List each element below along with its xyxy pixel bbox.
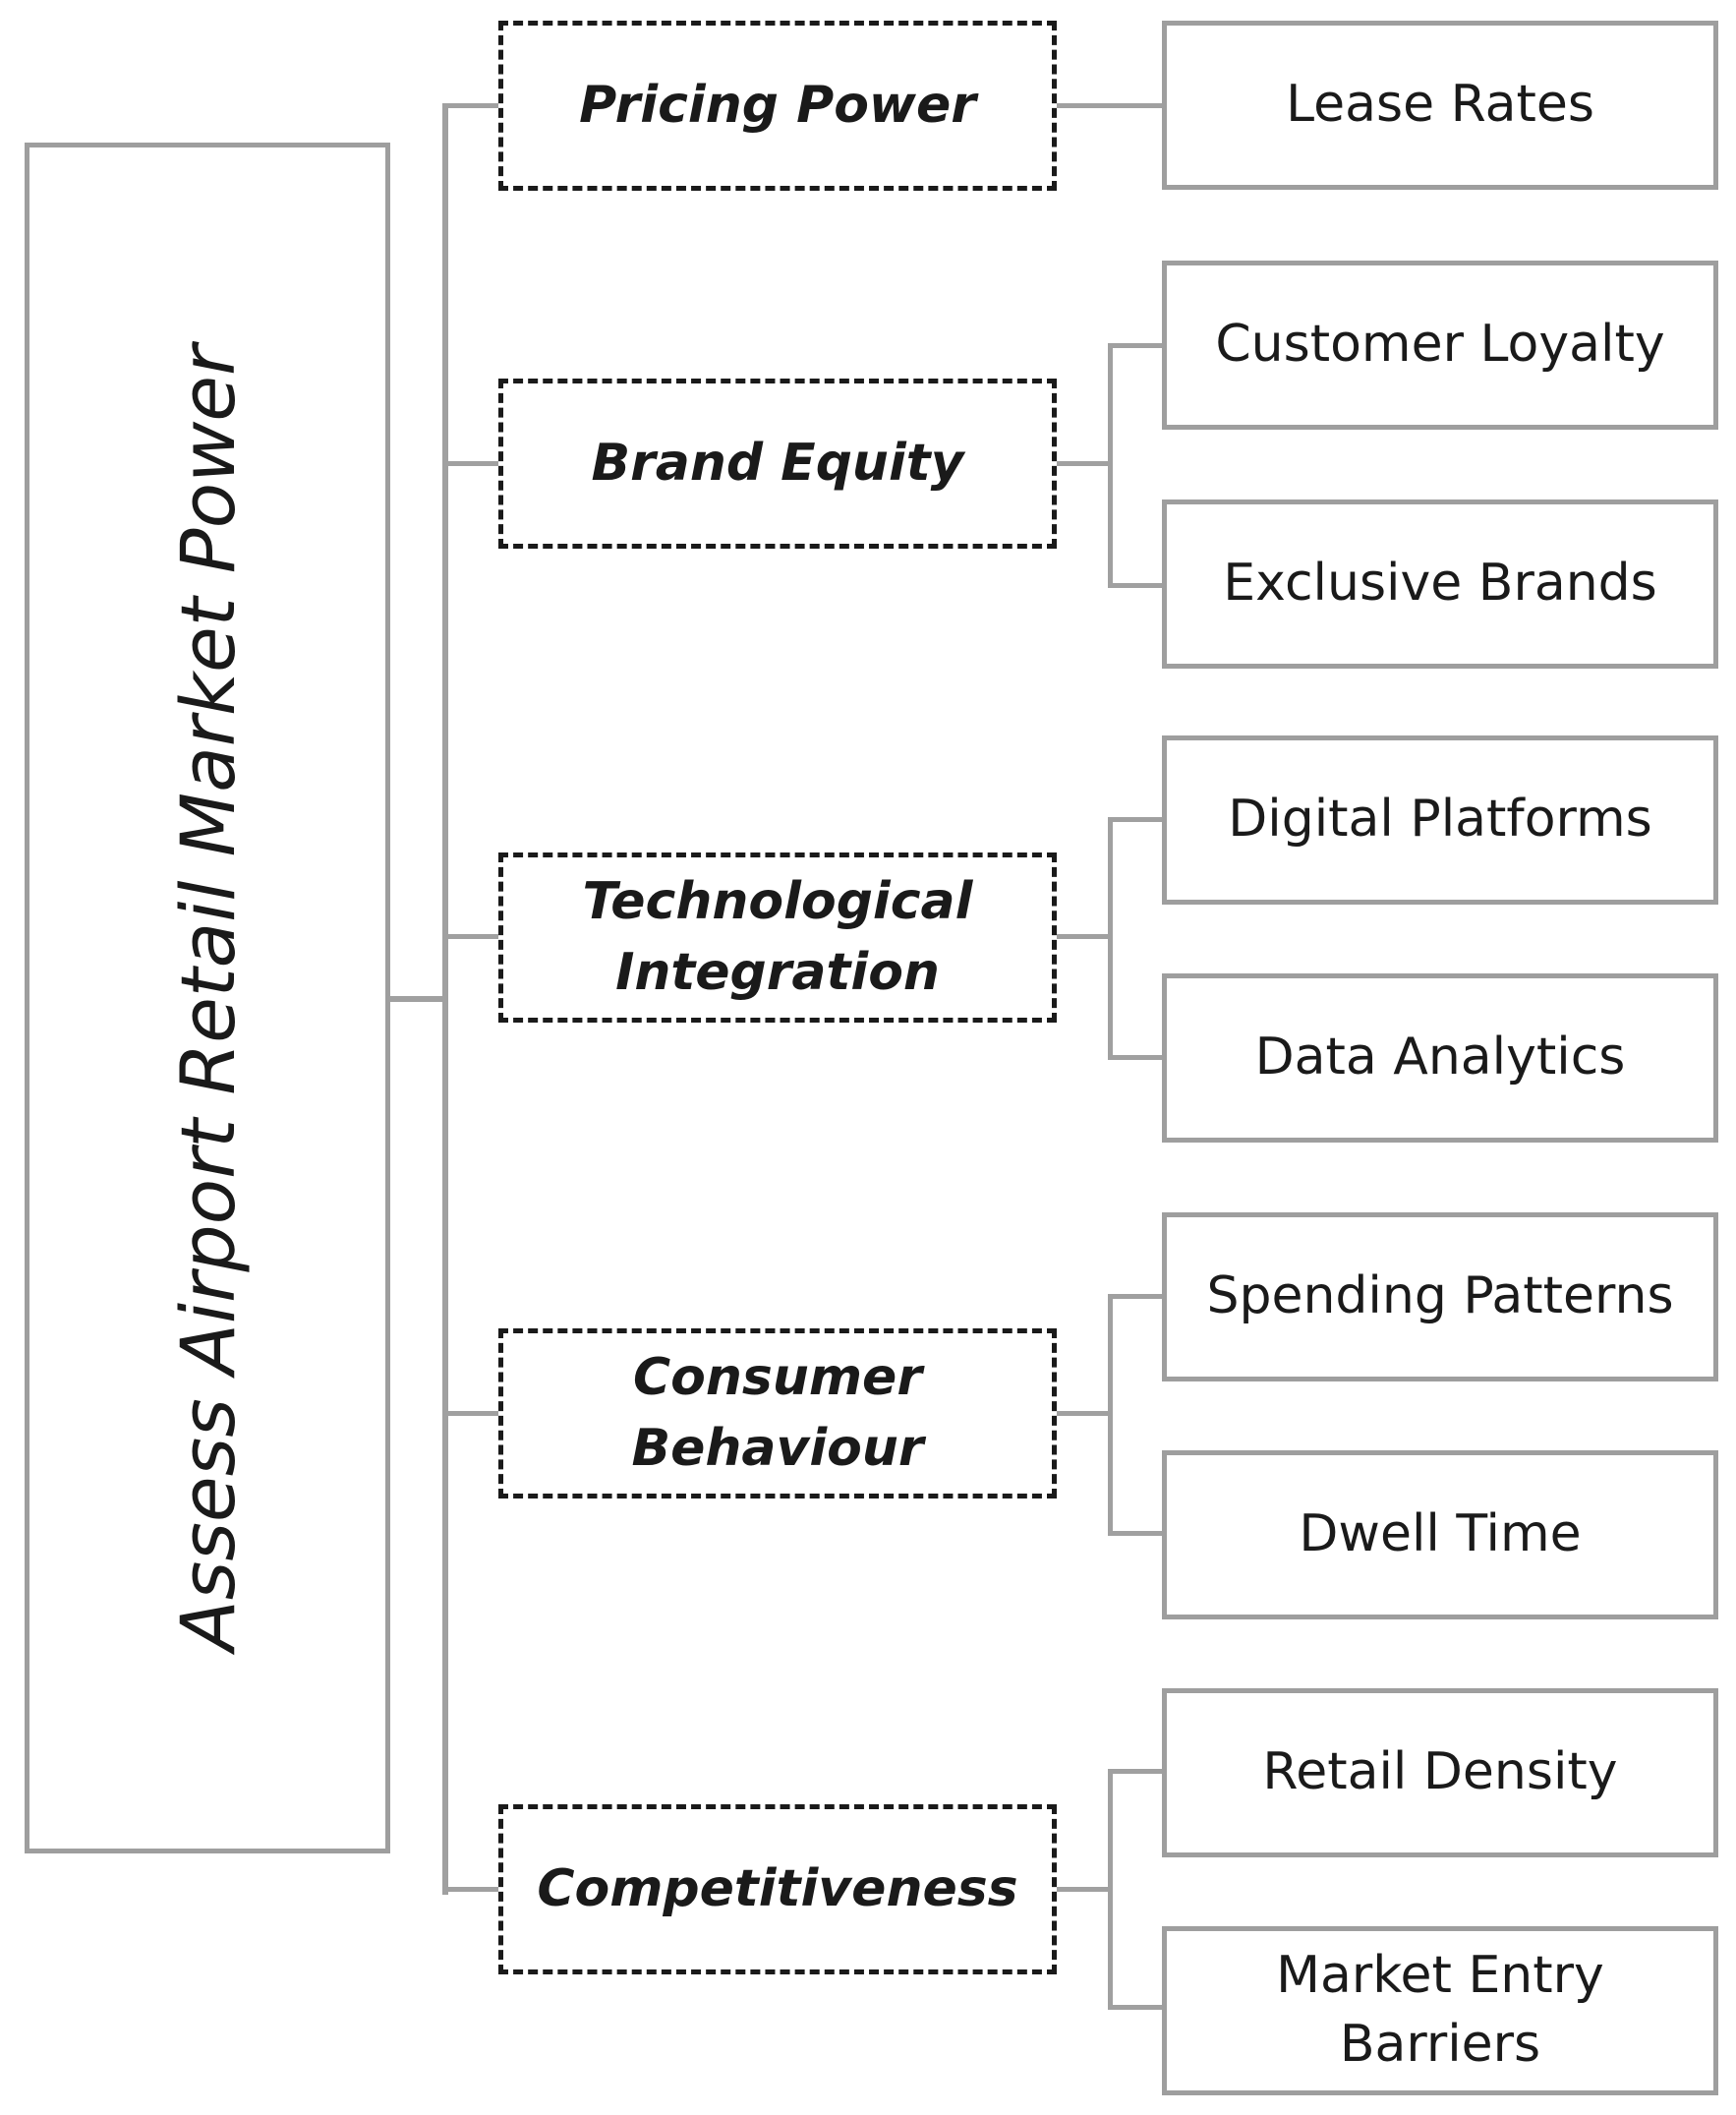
category-brand-equity: Brand Equity: [498, 379, 1057, 549]
category-consumer-behaviour: Consumer Behaviour: [498, 1328, 1057, 1498]
bracket-top-2: [1108, 343, 1165, 348]
bracket-top-4: [1108, 1294, 1165, 1299]
category-competitiveness: Competitiveness: [498, 1804, 1057, 1974]
category-connector-2: [442, 461, 501, 466]
bracket-stub-2: [1057, 461, 1111, 466]
bracket-top-3: [1108, 817, 1165, 822]
category-connector-4: [442, 1411, 501, 1416]
root-label: Assess Airport Retail Market Power: [163, 344, 252, 1652]
bracket-vertical-3: [1108, 817, 1113, 1060]
category-technological-integration: Technological Integration: [498, 852, 1057, 1023]
leaf-customer-loyalty: Customer Loyalty: [1162, 261, 1718, 430]
leaf-dwell-time: Dwell Time: [1162, 1450, 1718, 1619]
bracket-stub-5: [1057, 1887, 1111, 1892]
bracket-vertical-4: [1108, 1294, 1113, 1536]
category-pricing-power: Pricing Power: [498, 21, 1057, 191]
bracket-vertical-5: [1108, 1769, 1113, 2010]
bracket-bottom-2: [1108, 583, 1165, 588]
bracket-stub-4: [1057, 1411, 1111, 1416]
bracket-top-5: [1108, 1769, 1165, 1774]
bracket-bottom-3: [1108, 1055, 1165, 1060]
leaf-connector-1: [1057, 103, 1165, 108]
leaf-data-analytics: Data Analytics: [1162, 973, 1718, 1143]
leaf-lease-rates: Lease Rates: [1162, 21, 1718, 190]
bracket-stub-3: [1057, 934, 1111, 939]
main-trunk: [442, 104, 448, 1895]
leaf-spending-patterns: Spending Patterns: [1162, 1212, 1718, 1381]
bracket-bottom-4: [1108, 1531, 1165, 1536]
root-box: [25, 143, 390, 1853]
category-connector-5: [442, 1887, 501, 1892]
leaf-retail-density: Retail Density: [1162, 1688, 1718, 1857]
leaf-digital-platforms: Digital Platforms: [1162, 735, 1718, 905]
root-connector: [390, 996, 445, 1002]
category-connector-3: [442, 934, 501, 939]
bracket-bottom-5: [1108, 2005, 1165, 2010]
category-connector-1: [442, 103, 501, 108]
leaf-market-entry-barriers: Market Entry Barriers: [1162, 1926, 1718, 2095]
bracket-vertical-2: [1108, 343, 1113, 588]
leaf-exclusive-brands: Exclusive Brands: [1162, 499, 1718, 669]
